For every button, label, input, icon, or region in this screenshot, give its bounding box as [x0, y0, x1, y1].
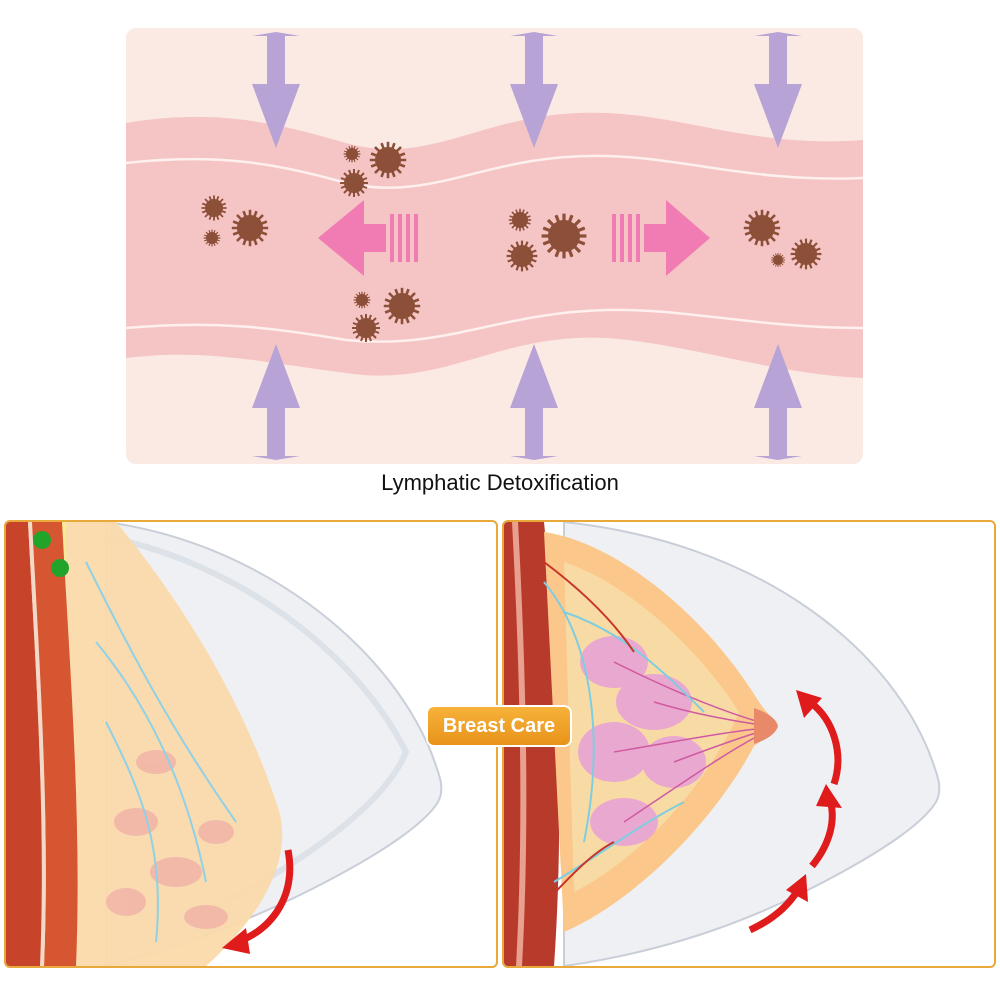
diagram-caption: Lymphatic Detoxification [381, 470, 619, 495]
massage-arrow-icon [748, 874, 808, 934]
lymph-node-icon [51, 559, 69, 577]
massage-arrow-icon [222, 849, 294, 954]
side-view-panel [4, 520, 498, 968]
flow-left-arrow-icon [318, 200, 418, 276]
massage-arrow-icon [809, 784, 842, 869]
breast-care-badge: Breast Care [428, 707, 570, 745]
lymphatic-diagram [126, 28, 863, 464]
lymph-node-icon [33, 531, 51, 549]
flow-right-arrow-icon [612, 200, 710, 276]
massage-arrow-icon [796, 690, 842, 786]
anatomy-view-panel [502, 520, 996, 968]
